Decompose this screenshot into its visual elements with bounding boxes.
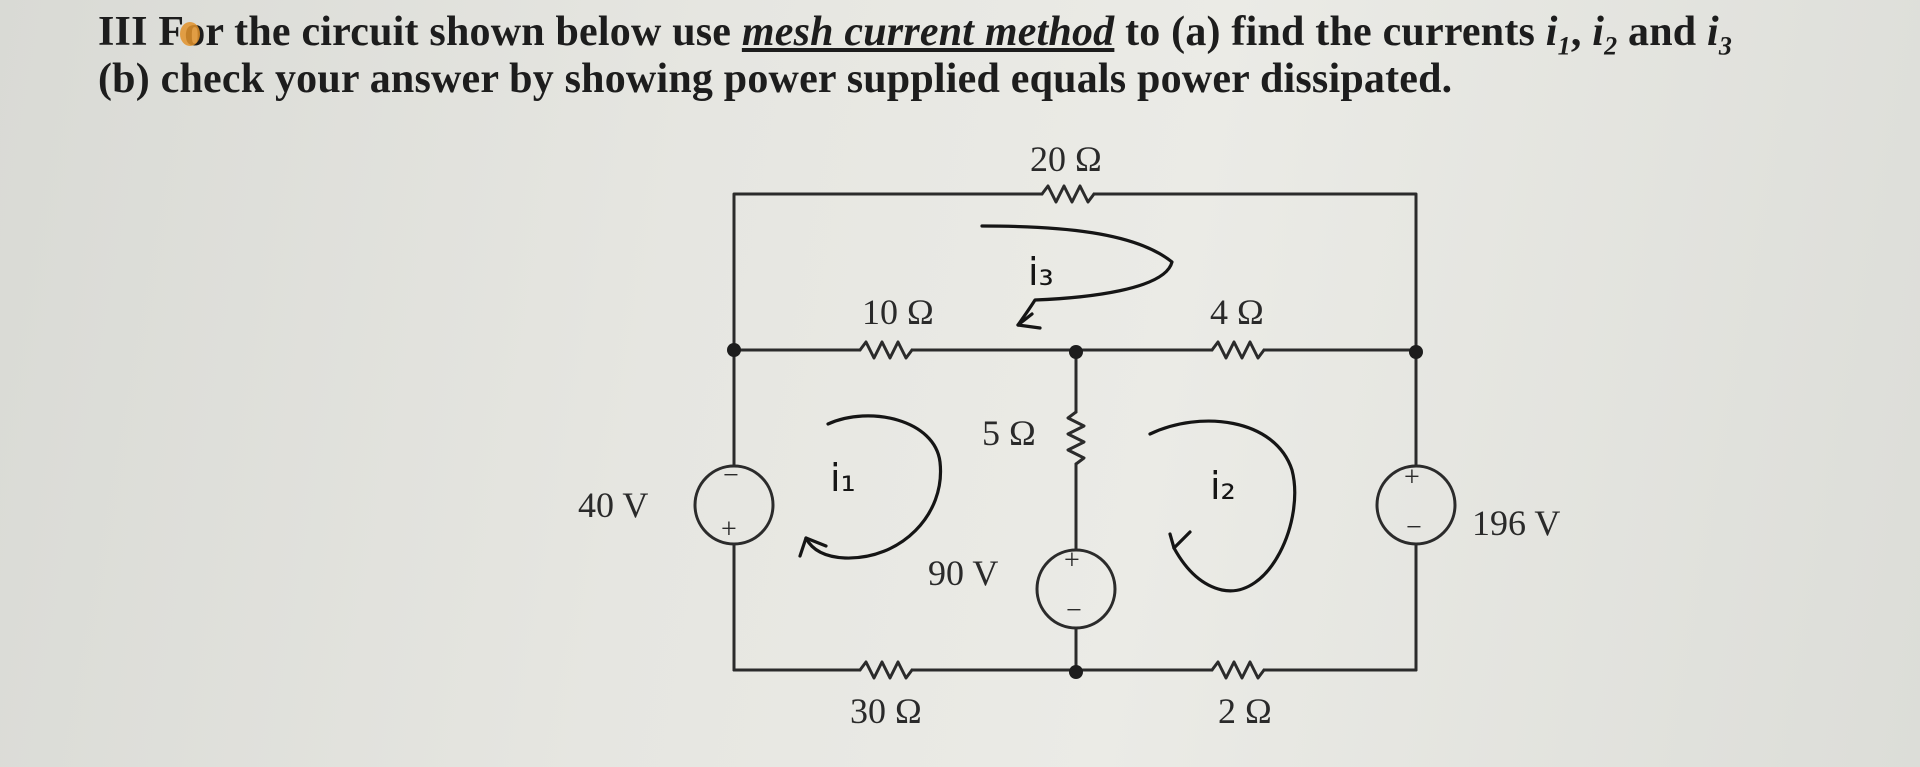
mesh-1-label: i₁: [830, 456, 856, 500]
resistor-20-zigzag: [1040, 184, 1096, 204]
mesh-1-arrowhead: [798, 536, 828, 558]
polarity-90v-minus: −: [1066, 595, 1082, 626]
label-30-ohm: 30 Ω: [850, 691, 922, 731]
resistor-30-zigzag: [858, 660, 914, 680]
wire-top: [732, 192, 1044, 352]
question-line-1: III For the circuit shown below use mesh…: [98, 8, 1732, 61]
label-10-ohm: 10 Ω: [862, 292, 934, 332]
var-i2: i2: [1592, 9, 1618, 61]
sep-1: ,: [1570, 9, 1593, 55]
mesh-2-arrowhead: [1168, 530, 1192, 550]
label-196-v: 196 V: [1472, 503, 1561, 543]
label-40-v: 40 V: [578, 485, 649, 525]
node-center-top: [1069, 345, 1083, 359]
label-4-ohm: 4 Ω: [1210, 292, 1264, 332]
mesh-2-arrow: [1148, 419, 1297, 593]
polarity-40v-plus: +: [721, 514, 737, 545]
label-2-ohm: 2 Ω: [1218, 691, 1272, 731]
polarity-40v-minus: −: [723, 460, 739, 491]
mesh-1-arrow: [804, 414, 943, 560]
node-center-bottom: [1069, 665, 1083, 679]
wire-top-right: [1092, 192, 1418, 352]
resistor-2-zigzag: [1210, 660, 1266, 680]
resistor-4-zigzag: [1210, 340, 1266, 360]
label-90-v: 90 V: [928, 553, 999, 593]
method-name: mesh current method: [741, 9, 1115, 55]
polarity-196v-plus: +: [1404, 462, 1420, 493]
resistor-10-zigzag: [858, 340, 914, 360]
mesh-2-label: i₂: [1210, 464, 1236, 508]
question-prefix: III For the circuit shown below use: [98, 9, 742, 55]
node-right: [1409, 345, 1423, 359]
node-left: [727, 343, 741, 357]
highlighter-mark: [180, 22, 200, 46]
mesh-3-label: i₃: [1028, 250, 1054, 294]
var-i3: i3: [1707, 9, 1733, 61]
question-line-2: (b) check your answer by showing power s…: [98, 56, 1453, 102]
label-5-ohm: 5 Ω: [982, 413, 1036, 453]
var-i1: i1: [1545, 9, 1571, 61]
question-mid: to (a) find the currents: [1114, 9, 1546, 55]
mesh-3-arrowhead: [1016, 312, 1042, 330]
label-20-ohm: 20 Ω: [1030, 139, 1102, 179]
resistor-5-zigzag: [1066, 410, 1086, 466]
mesh-3-arrow: [980, 224, 1174, 327]
and-word: and: [1617, 9, 1708, 55]
polarity-196v-minus: −: [1406, 512, 1422, 543]
polarity-90v-plus: +: [1064, 545, 1080, 576]
